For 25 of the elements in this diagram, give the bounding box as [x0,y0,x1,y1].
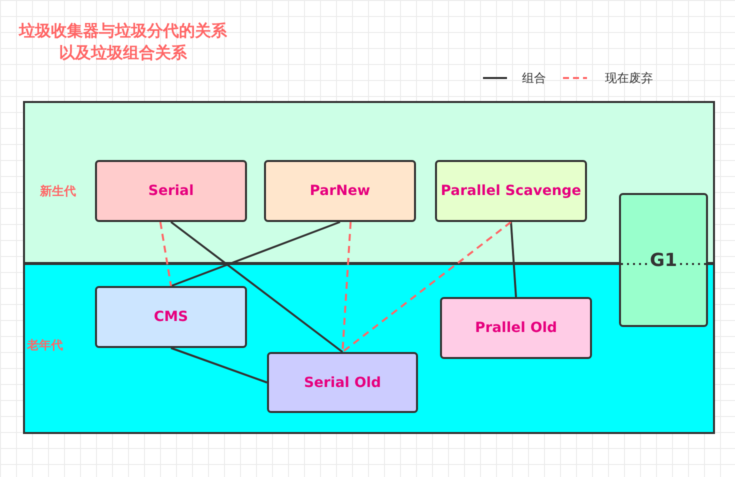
collector-box [435,160,587,222]
collector-box [95,286,247,348]
title: 垃圾收集器与垃圾分代的关系以及垃圾组合关系 [18,20,228,64]
collector-box [619,193,708,327]
collector-box [440,297,592,359]
collector-name: CMS [154,309,188,325]
connector-line [170,221,340,287]
collector-name: ParNew [310,183,370,199]
connector-line [342,221,512,353]
connector-line [170,347,268,384]
band-label: 新生代 [40,183,76,200]
collector-name: Serial [148,183,194,199]
connector-line [170,221,344,353]
legend-label: 现在废弃 [605,70,653,87]
collector-name: G1 [650,250,678,270]
connector-line [159,222,172,286]
legend-label: 组合 [522,70,546,87]
band-label: 老年代 [27,337,63,354]
collector-name: Serial Old [304,374,382,390]
collector-box [267,352,418,413]
collector-box [264,160,416,222]
collector-name: Parallel Scavenge [440,183,582,199]
connector-line [510,222,517,298]
collector-box [95,160,247,222]
collector-name: Prallel Old [474,320,558,336]
